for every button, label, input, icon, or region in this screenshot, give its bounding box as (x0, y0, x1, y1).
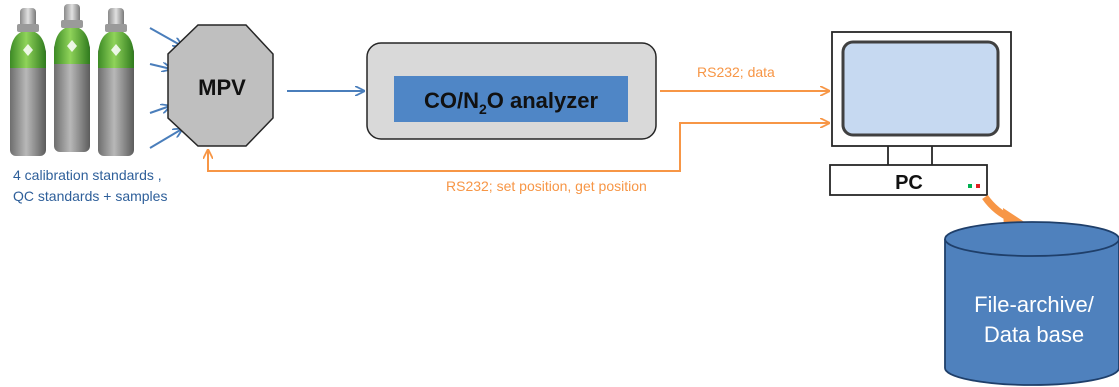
database-label-line2: Data base (984, 322, 1084, 347)
pc-label: PC (895, 172, 923, 194)
led-green-icon (968, 184, 972, 188)
rs232-data-label: RS232; data (697, 64, 775, 80)
gas-cylinders-icon (10, 4, 134, 156)
pc-mpv-control-link (208, 122, 829, 172)
pc-computer: PC (829, 31, 1012, 196)
monitor-screen (841, 40, 1000, 137)
led-red-icon (976, 184, 980, 188)
database-label-line1: File-archive/ (974, 292, 1095, 317)
mpv-valve: MPV (167, 24, 274, 147)
mpv-label: MPV (198, 75, 246, 100)
cylinders-caption-line2: QC standards + samples (13, 188, 167, 204)
cylinders-caption-line1: 4 calibration standards , (13, 167, 162, 183)
cylinder-flow-arrows (149, 27, 182, 149)
analyzer-label-suffix: O analyzer (487, 88, 599, 113)
database-cylinder: File-archive/ Data base (944, 221, 1119, 386)
analyzer-label-subscript: 2 (479, 101, 487, 117)
analyzer-label-prefix: CO/N (424, 88, 479, 113)
rs232-control-label: RS232; set position, get position (446, 178, 647, 194)
analyzer-label: CO/N2O analyzer (424, 88, 599, 117)
pc-base (829, 164, 988, 196)
analyzer-box: CO/N2O analyzer (366, 42, 657, 140)
